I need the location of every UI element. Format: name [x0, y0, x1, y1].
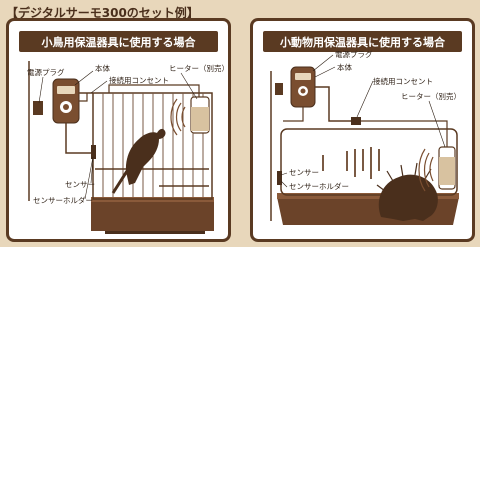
main-title: 【デジタルサーモ300のセット例】: [6, 6, 199, 20]
animal-label-sensor: センサー: [289, 168, 319, 177]
bird-label-sensor-holder: センサーホルダー: [33, 196, 93, 205]
animal-panel: 小動物用保温器具に使用する場合: [250, 18, 475, 242]
animal-label-unit: 本体: [337, 63, 352, 72]
bird-cage-illustration: [28, 61, 214, 234]
bird-label-sensor: センサー: [65, 180, 95, 189]
animal-label-heater: ヒーター（別売）: [401, 92, 461, 101]
animal-label-sensor-holder: センサーホルダー: [289, 182, 349, 191]
animal-label-outlet: 接続用コンセント: [373, 77, 433, 86]
bird-panel: 小鳥用保温器具に使用する場合: [6, 18, 231, 242]
bird-label-outlet: 接続用コンセント: [109, 76, 169, 85]
bird-panel-heading: 小鳥用保温器具に使用する場合: [19, 31, 218, 52]
animal-cage-illustration: [270, 54, 459, 225]
bird-label-unit: 本体: [95, 64, 110, 73]
bird-label-heater: ヒーター（別売）: [169, 64, 229, 73]
animal-panel-heading: 小動物用保温器具に使用する場合: [263, 31, 462, 52]
animal-label-power-plug: 電源プラグ: [335, 50, 373, 59]
bird-label-power-plug: 電源プラグ: [27, 68, 65, 77]
